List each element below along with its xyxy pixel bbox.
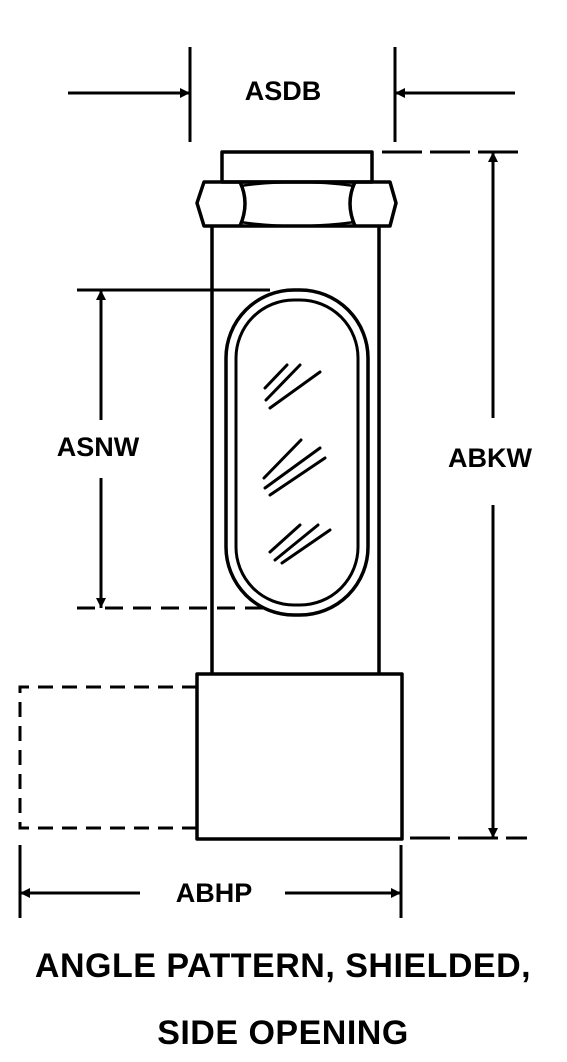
window-slot-inner [234,298,360,607]
alternate-outlet-outline [18,685,197,830]
base-block [195,672,404,841]
dimension-overall-height [382,150,527,840]
hex-nut [195,180,398,228]
label-window-height: ASNW [57,432,140,462]
label-overall-height: ABKW [448,443,532,473]
caption-line-1: ANGLE PATTERN, SHIELDED, [35,947,531,985]
label-top-width: ASDB [245,76,322,106]
dimension-window-height [77,288,270,610]
top-cap [220,150,374,184]
sight-glass-body [195,150,404,841]
glass-hatch-marks [262,363,332,565]
window-slot-outer [224,288,370,617]
hex-nut-facet-right [348,181,357,227]
dimension-base-width [18,845,403,918]
dimension-top-width [68,47,515,142]
hex-nut-chamfer [239,180,356,228]
hex-nut-facet-left [238,181,247,227]
label-base-width: ABHP [176,878,253,908]
caption-line-2: SIDE OPENING [157,1014,409,1052]
